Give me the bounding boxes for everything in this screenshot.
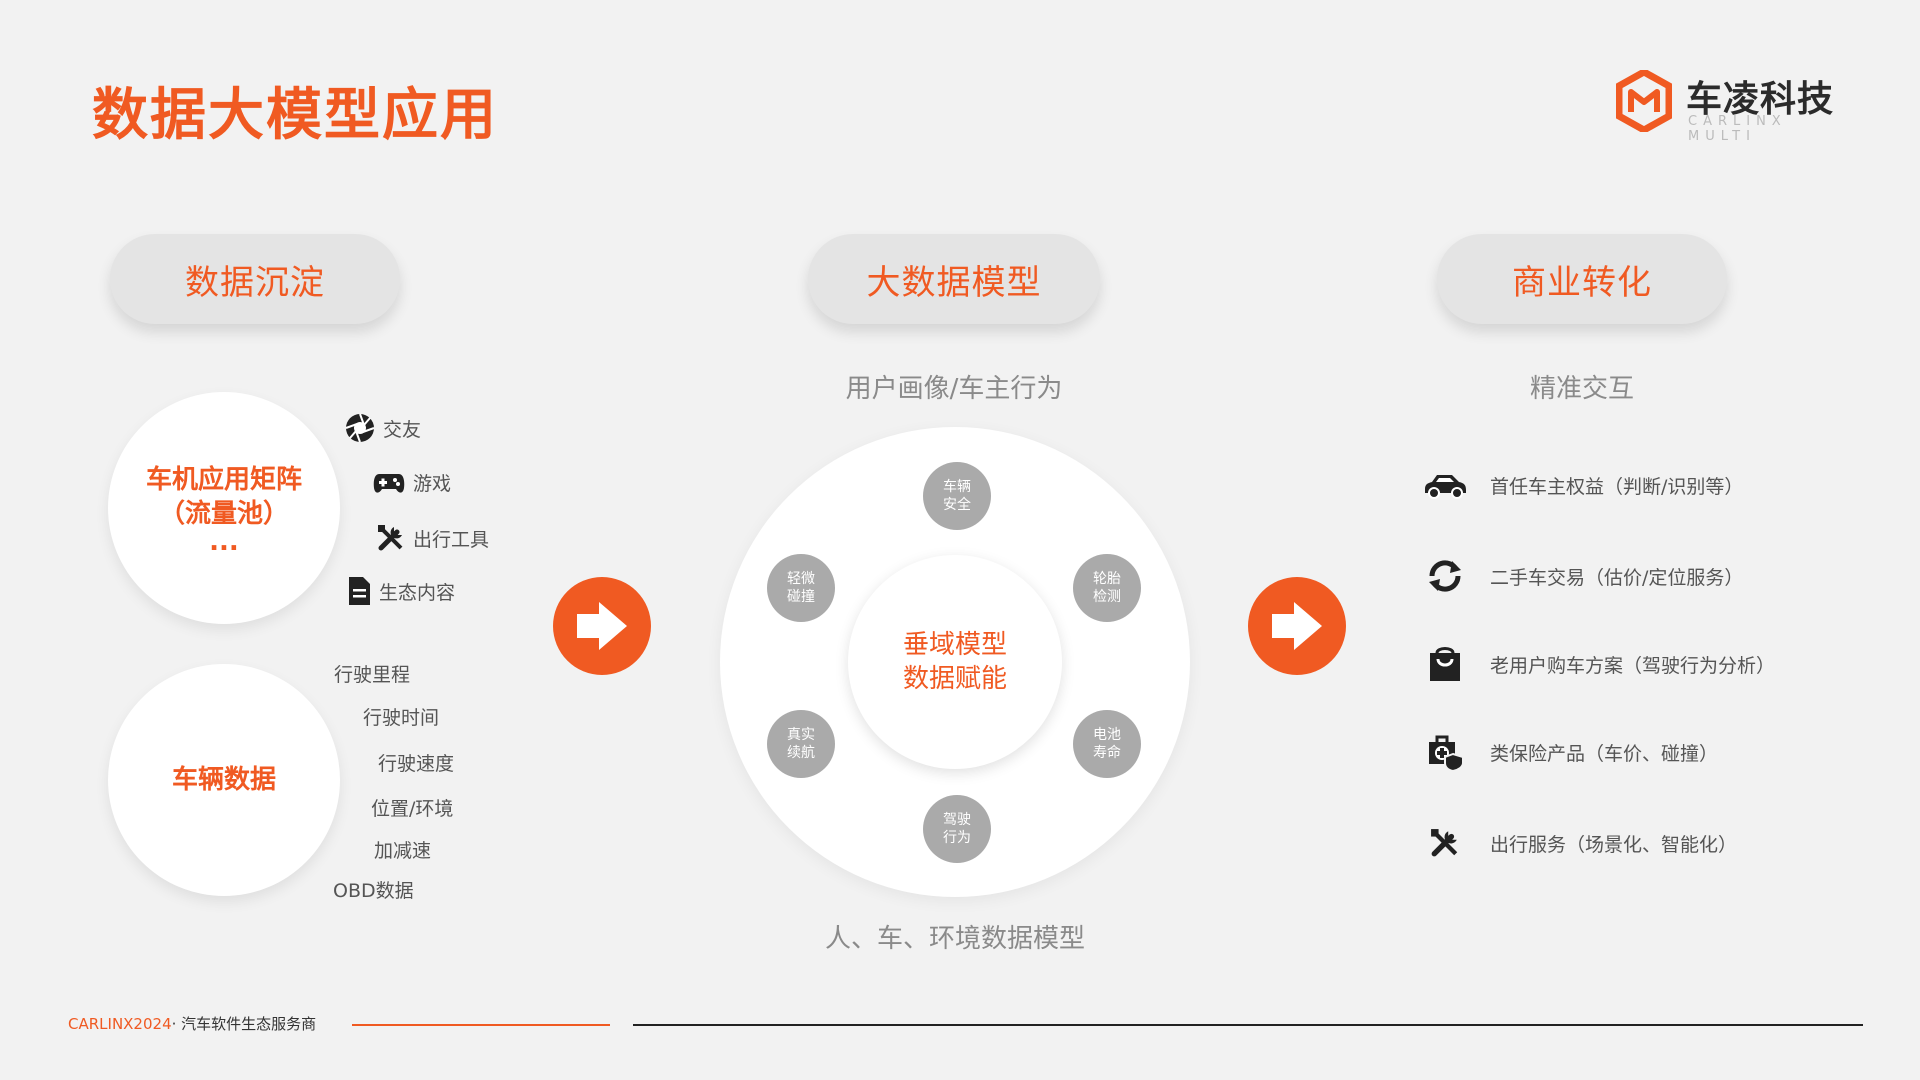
node-label: 电池	[1093, 727, 1121, 743]
vehicle-data-item: 行驶里程	[334, 664, 411, 686]
app-item-label: 交友	[383, 418, 422, 441]
middle-subtitle-bottom: 人、车、环境数据模型	[824, 924, 1085, 954]
vehicle-data-label: 车辆数据	[171, 765, 276, 795]
gamepad-icon	[373, 473, 405, 493]
document-icon	[349, 577, 370, 605]
node-tire-detection: 轮胎检测	[1073, 554, 1141, 622]
node-vehicle-safety: 车辆安全	[923, 462, 991, 530]
footer-tagline: · 汽车软件生态服务商	[171, 1015, 317, 1033]
biz-item-first-owner: 首任车主权益（判断/识别等）	[1422, 466, 1743, 504]
node-label: 寿命	[1093, 745, 1121, 761]
brand-subtitle: CARLINX MULTI	[1688, 114, 1787, 144]
node-label: 轻微	[787, 571, 815, 587]
footer-brand: CARLINX2024	[68, 1015, 172, 1033]
arrow-right-icon	[1272, 602, 1322, 650]
app-item-label: 生态内容	[379, 581, 456, 604]
node-label: 车辆	[943, 479, 971, 495]
pill-data-accumulation: 数据沉淀	[110, 234, 400, 324]
app-matrix-circle: 车机应用矩阵 （流量池） ...	[108, 392, 340, 624]
app-item-travel-tools: 出行工具	[377, 524, 489, 552]
vehicle-data-item: 加减速	[374, 840, 432, 862]
node-label: 轮胎	[1093, 571, 1121, 587]
app-item-eco-content: 生态内容	[347, 576, 455, 606]
model-center-circle: 垂域模型 数据赋能	[848, 555, 1062, 769]
node-minor-collision: 轻微碰撞	[767, 554, 835, 622]
footer-divider-dark	[633, 1024, 1863, 1026]
aperture-icon	[345, 413, 375, 443]
medical-shield-icon	[1429, 735, 1464, 772]
tools-icon	[1431, 829, 1458, 857]
biz-item-label: 出行服务（场景化、智能化）	[1490, 833, 1738, 856]
brand-name: 车凌科技	[1686, 79, 1835, 120]
biz-item-label: 首任车主权益（判断/识别等）	[1490, 475, 1744, 498]
node-label: 行为	[943, 830, 971, 846]
biz-item-label: 老用户购车方案（驾驶行为分析）	[1490, 654, 1776, 677]
tools-icon	[378, 525, 403, 551]
pill-business-conversion: 商业转化	[1437, 234, 1727, 324]
biz-item-insurance: 类保险产品（车价、碰撞）	[1422, 733, 1719, 772]
bag-icon	[1430, 647, 1460, 681]
node-label: 检测	[1093, 589, 1121, 605]
app-item-label: 出行工具	[413, 528, 490, 551]
app-item-label: 游戏	[413, 473, 452, 495]
middle-subtitle-top: 用户画像/车主行为	[845, 374, 1063, 404]
node-label: 续航	[787, 745, 815, 761]
vehicle-data-item: 行驶速度	[378, 753, 455, 775]
refresh-icon	[1429, 560, 1461, 592]
node-real-range: 真实续航	[767, 710, 835, 778]
app-item-game: 游戏	[373, 469, 451, 496]
vehicle-data-item: OBD数据	[333, 880, 414, 902]
brand-hexagon-icon	[1616, 70, 1672, 132]
app-item-social: 交友	[345, 413, 421, 443]
vehicle-data-circle: 车辆数据	[108, 664, 340, 896]
page-title: 数据大模型应用	[92, 83, 498, 148]
flow-arrow-2	[1248, 577, 1346, 675]
node-label: 真实	[787, 727, 815, 743]
biz-item-label: 二手车交易（估价/定位服务）	[1490, 566, 1744, 589]
pill-big-data-model: 大数据模型	[808, 234, 1100, 324]
right-subtitle: 精准交互	[1529, 374, 1634, 404]
biz-item-label: 类保险产品（车价、碰撞）	[1490, 742, 1719, 765]
center-line2: 数据赋能	[902, 664, 1007, 694]
brand-logo: 车凌科技 CARLINX MULTI	[1616, 68, 1836, 144]
vehicle-data-item: 位置/环境	[371, 798, 454, 820]
biz-item-used-car: 二手车交易（估价/定位服务）	[1422, 557, 1743, 595]
car-icon	[1425, 475, 1466, 499]
node-battery-life: 电池寿命	[1073, 710, 1141, 778]
vehicle-data-item: 行驶时间	[363, 707, 440, 729]
node-label: 碰撞	[787, 589, 815, 605]
app-matrix-line1: 车机应用矩阵	[145, 465, 302, 495]
app-matrix-line3: ...	[209, 527, 239, 557]
footer: CARLINX2024· 汽车软件生态服务商	[68, 1013, 316, 1034]
node-driving-behavior: 驾驶行为	[923, 795, 991, 863]
flow-arrow-1	[553, 577, 651, 675]
footer-divider-orange	[352, 1024, 610, 1026]
node-label: 驾驶	[943, 812, 971, 828]
biz-item-mobility: 出行服务（场景化、智能化）	[1422, 824, 1737, 862]
biz-item-purchase-plan: 老用户购车方案（驾驶行为分析）	[1422, 645, 1775, 683]
app-matrix-line2: （流量池）	[158, 499, 289, 529]
arrow-right-icon	[577, 602, 627, 650]
center-line1: 垂域模型	[902, 630, 1007, 660]
node-label: 安全	[943, 497, 971, 513]
